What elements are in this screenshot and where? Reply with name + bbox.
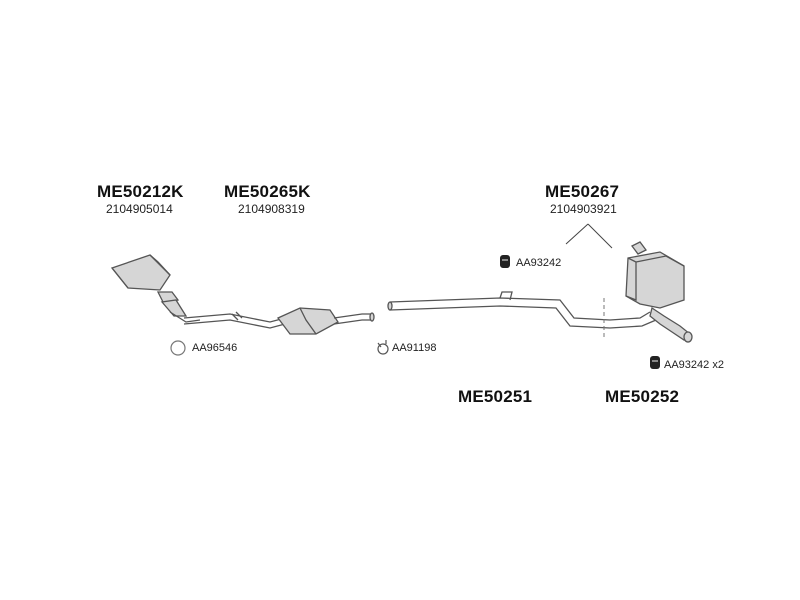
- part-code-middle-pipe[interactable]: ME50251: [458, 387, 533, 406]
- front-catalyst-part[interactable]: [110, 254, 201, 323]
- clamp-icon[interactable]: [377, 340, 389, 355]
- rubber-hanger-icon[interactable]: [500, 255, 510, 268]
- silencer-pointer-lines: [565, 223, 613, 249]
- oem-code-mid-catalyst: 2104908319: [238, 202, 305, 216]
- part-code-front-catalyst[interactable]: ME50212K: [97, 182, 184, 201]
- mid-catalyst-part[interactable]: [183, 307, 375, 335]
- middle-pipe-part[interactable]: [387, 291, 611, 329]
- oem-code-front-catalyst: 2104905014: [106, 202, 173, 216]
- accessory-label-hanger-top[interactable]: AA93242: [516, 257, 562, 269]
- part-code-rear-silencer[interactable]: ME50267: [545, 182, 620, 201]
- gasket-ring-icon[interactable]: [170, 340, 186, 356]
- rubber-hanger-icon[interactable]: [650, 356, 660, 369]
- oem-code-rear-silencer: 2104903921: [550, 202, 617, 216]
- rear-silencer-part[interactable]: [609, 241, 693, 343]
- accessory-label-clamp[interactable]: AA91198: [392, 342, 437, 354]
- part-code-mid-catalyst[interactable]: ME50265K: [224, 182, 311, 201]
- accessory-label-gasket[interactable]: AA96546: [192, 342, 238, 354]
- accessory-label-hanger-bottom[interactable]: AA93242 x2: [664, 359, 724, 371]
- part-code-tail-pipe[interactable]: ME50252: [605, 387, 680, 406]
